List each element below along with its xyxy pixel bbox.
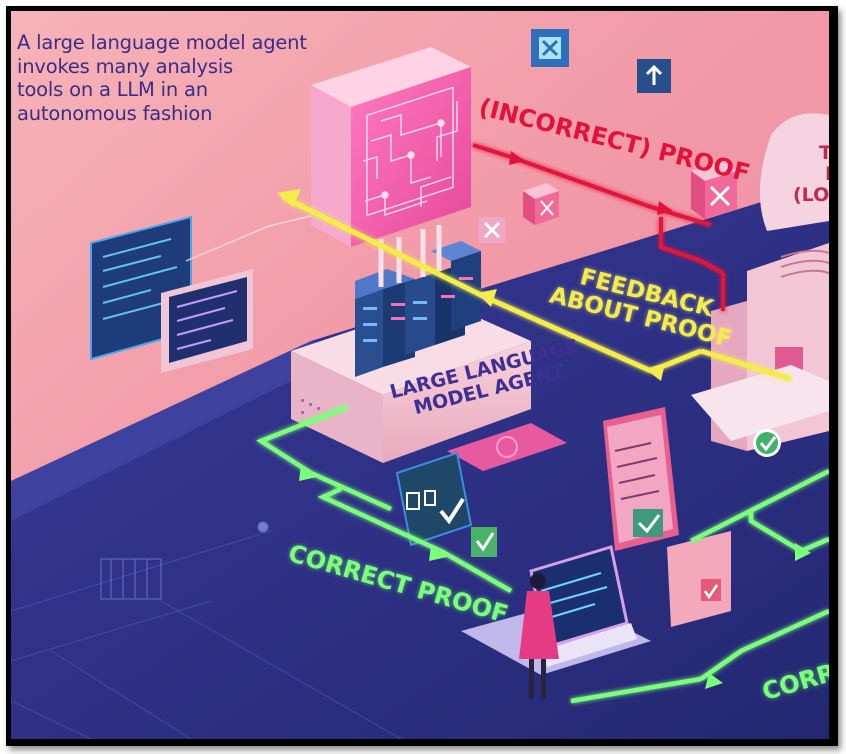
arrowhead — [795, 543, 811, 561]
report-document-icon — [603, 407, 679, 551]
illustration-canvas: A large language model agent invokes man… — [11, 11, 829, 739]
server-rack-icon — [355, 241, 481, 377]
chip-icon — [311, 47, 471, 247]
person-at-laptop-icon — [461, 545, 651, 699]
theorem-label-line: P — [809, 164, 829, 185]
floor-tile — [447, 423, 567, 471]
arrowhead — [645, 363, 665, 381]
floor-rack-left — [100, 521, 269, 600]
tile-emblem — [496, 436, 518, 458]
floor-edge — [11, 341, 341, 521]
arrowhead — [429, 545, 447, 561]
diagram-scene — [11, 11, 829, 739]
checkmark-icon — [471, 527, 497, 557]
connector-line — [185, 210, 332, 262]
theorem-label-line: TH — [819, 142, 829, 164]
floor-plane — [11, 181, 829, 739]
theorem-label-line: (LOGICA — [793, 184, 829, 206]
x-mark-icon — [531, 29, 569, 67]
proof-checker-machine — [691, 113, 829, 451]
arrowhead — [509, 151, 525, 165]
chip-connector-pipes — [378, 225, 442, 287]
caption-line: A large language model agent — [17, 31, 307, 54]
checkmark-icon — [395, 451, 473, 547]
floor-grid — [11, 530, 402, 739]
caption-line: tools on a LLM in an — [17, 78, 208, 101]
arrowhead — [299, 465, 317, 481]
x-cube-icon — [479, 217, 505, 243]
correct-proof-arrow — [256, 404, 829, 704]
caption-text: A large language model agent invokes man… — [17, 31, 317, 125]
feedback-arrow — [281, 194, 792, 382]
checklist-card-icon — [667, 531, 731, 627]
caption-line: invokes many analysis — [17, 54, 233, 78]
x-cube-icon — [523, 183, 559, 225]
theorem-prover-label: TH P (LOGICA — [793, 142, 829, 206]
arrowhead — [277, 189, 301, 207]
upload-icon — [637, 59, 671, 93]
arrowhead — [477, 289, 497, 307]
arrowhead — [657, 201, 673, 215]
x-cube-icon — [691, 161, 737, 219]
checkmark-icon — [753, 429, 781, 457]
caption-line: autonomous fashion — [17, 101, 213, 125]
arrowhead — [705, 673, 723, 689]
code-screen-icon — [161, 269, 253, 373]
